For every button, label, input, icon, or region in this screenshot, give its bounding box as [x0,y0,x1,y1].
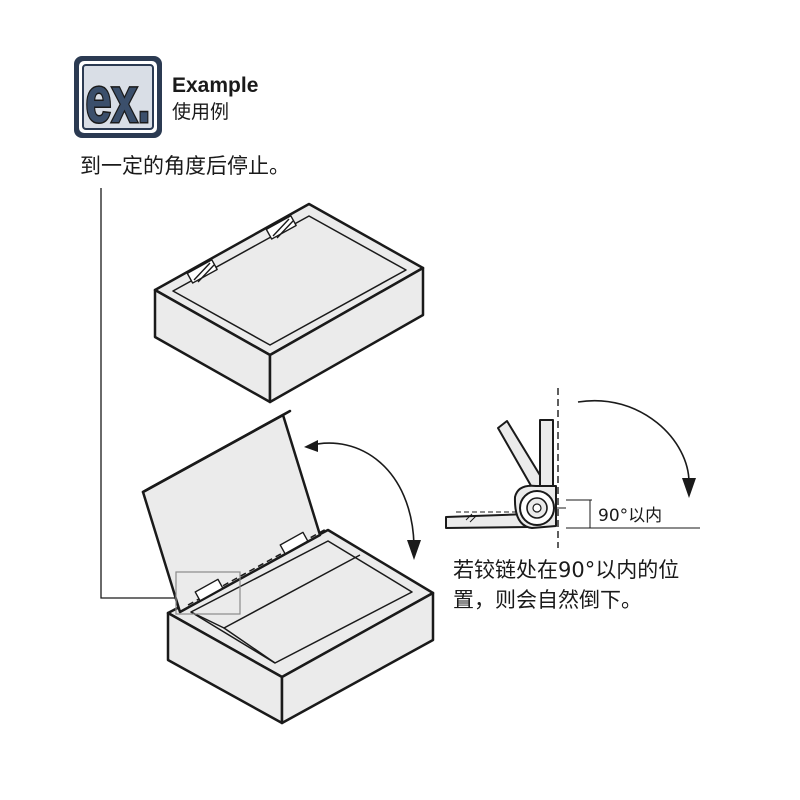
leader-line [100,188,176,599]
hinge-icon [194,531,309,602]
callout-bottom-line-2: 置，则会自然倒下。 [453,588,642,612]
rotation-arrow-icon [304,440,421,560]
logo-text: ex. [85,65,150,137]
closed-box [153,202,425,404]
angle-label: 90°以内 [598,506,662,526]
angle-arrow-icon [577,399,696,498]
detail-box [175,571,241,615]
callout-top: 到一定的角度后停止。 [80,154,290,178]
callout-bottom-line-1: 若铰链处在90°以内的位 [453,558,679,582]
open-box [141,409,435,725]
ex-logo: ex. [74,56,162,138]
header-title: Example [172,74,258,97]
hinge-section [445,388,700,548]
hinge-icon [265,215,297,240]
header-subtitle: 使用例 [172,101,229,123]
hinge-icon [186,259,218,284]
